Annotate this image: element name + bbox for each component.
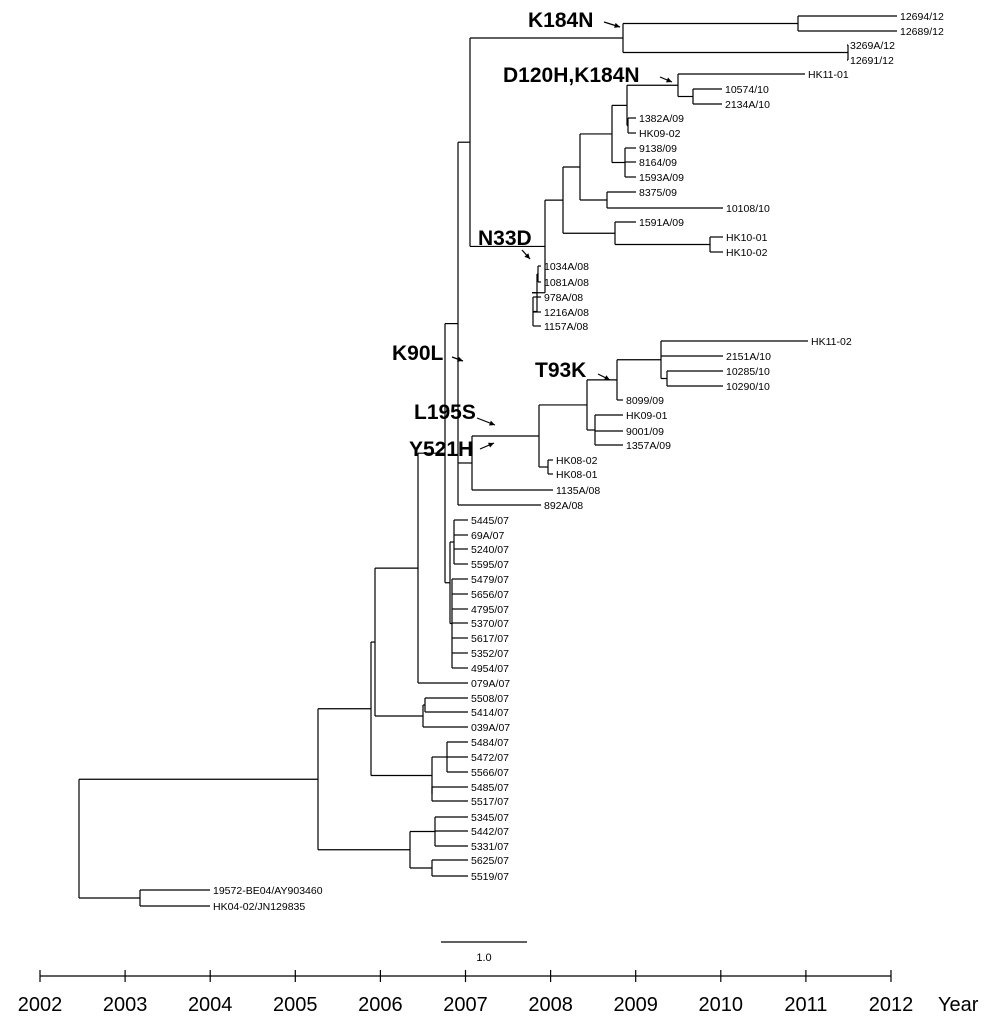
time-axis-year-label: 2006 [358,994,403,1016]
tip-label: 5442/07 [471,826,509,838]
tip-label: 10285/10 [726,366,770,378]
mutation-label-k90l: K90L [392,342,444,365]
tip-label: 5656/07 [471,589,509,601]
tip-label: 5414/07 [471,707,509,719]
tip-label: 5240/07 [471,544,509,556]
tree-branches [78,15,897,907]
tip-label: 5345/07 [471,812,509,824]
tip-label: 5479/07 [471,574,509,586]
tip-label: HK08-01 [556,469,598,481]
tip-label: 5517/07 [471,796,509,808]
mutation-label-k184n-top: K184N [528,9,593,32]
mutation-arrowhead [524,253,530,259]
tip-label: 1157A/08 [544,321,588,333]
tip-label: 8099/09 [626,395,664,407]
mutation-arrowhead [457,356,463,362]
tip-label: 5352/07 [471,648,509,660]
tip-label: 5370/07 [471,618,509,630]
tip-label: 978A/08 [544,292,583,304]
tip-label: 5445/07 [471,515,509,527]
tip-label: 5485/07 [471,782,509,794]
time-axis-year-label: 2007 [443,994,488,1016]
tip-label: 5625/07 [471,855,509,867]
tip-label: 5595/07 [471,559,509,571]
time-axis-year-label: 2008 [528,994,573,1016]
tip-label: HK09-02 [639,128,681,140]
tip-label: 69A/07 [471,530,504,542]
mutation-label-t93k: T93K [535,359,586,382]
tip-label: 8375/09 [639,187,677,199]
mutation-arrowhead [489,420,495,426]
tip-label: 5566/07 [471,767,509,779]
mutation-label-y521h: Y521H [409,438,473,461]
time-axis-year-label: 2012 [869,994,914,1016]
tip-label: 10290/10 [726,381,770,393]
tip-label: 19572-BE04/AY903460 [213,885,323,897]
time-axis-year-label: 2011 [784,994,827,1016]
time-axis-year-label: 2009 [613,994,658,1016]
tip-label: 5484/07 [471,737,509,749]
tip-label: 9001/09 [626,426,664,438]
tip-label: 1357A/09 [626,440,671,452]
time-axis-year-label: 2003 [103,994,148,1016]
tip-label: HK09-01 [626,410,668,422]
tip-label: 9138/09 [639,143,677,155]
tip-label: 1591A/09 [639,217,684,229]
mutation-arrowhead [604,375,610,380]
tip-label: 039A/07 [471,722,510,734]
tip-label: 5508/07 [471,693,509,705]
mutation-label-l195s: L195S [414,401,476,424]
mutation-arrowhead [614,22,620,28]
tip-label: 892A/08 [544,500,583,512]
tip-label: 5331/07 [471,841,509,853]
time-axis-year-label: 2010 [699,994,744,1016]
tip-label: 5472/07 [471,752,509,764]
tip-label: 12689/12 [900,26,944,38]
tip-label: HK11-02 [811,336,852,348]
tip-label: 12694/12 [900,11,944,23]
tip-label: 1034A/08 [544,261,589,273]
tip-label: 1081A/08 [544,277,589,289]
mutation-label-d120h-k184n: D120H,K184N [503,64,640,87]
mutation-arrowhead [488,442,494,448]
tip-label: 12691/12 [850,55,894,67]
scale-bar-label: 1.0 [476,952,491,964]
mutation-label-n33d: N33D [478,227,532,250]
tip-label: 10108/10 [726,203,770,215]
tip-label: 2151A/10 [726,351,771,363]
time-axis-unit: Year [938,994,979,1016]
tip-label: HK10-02 [726,247,768,259]
tip-label: 1216A/08 [544,307,589,319]
scale-bar: 1.0 [441,941,527,964]
tip-label: HK08-02 [556,455,598,467]
time-axis-year-label: 2004 [188,994,233,1016]
mutation-annotations: K184N D120H,K184N N33D K90L T93K L195S Y521H [392,9,673,461]
tip-label: 079A/07 [471,678,510,690]
tip-label: 10574/10 [725,84,769,96]
tip-label: 1135A/08 [556,485,600,497]
time-axis: Year 2002 2003 2004 2005 2006 2007 2008 2009 201… [18,970,979,1016]
tip-label: HK04-02/JN129835 [213,901,305,913]
tip-label: 2134A/10 [725,99,770,111]
tip-label: 5519/07 [471,871,509,883]
tip-label: HK11-01 [808,69,849,81]
tip-label: 5617/07 [471,633,509,645]
time-axis-year-label: 2005 [273,994,318,1016]
tip-label: 3269A/12 [850,40,895,52]
time-axis-year-label: 2002 [18,994,63,1016]
tip-label: HK10-01 [726,232,768,244]
tip-label: 4954/07 [471,663,509,675]
tip-label: 1593A/09 [639,172,684,184]
tip-label: 1382A/09 [639,113,684,125]
mutation-arrowhead [666,77,672,83]
tip-label: 8164/09 [639,157,677,169]
tip-label: 4795/07 [471,604,509,616]
